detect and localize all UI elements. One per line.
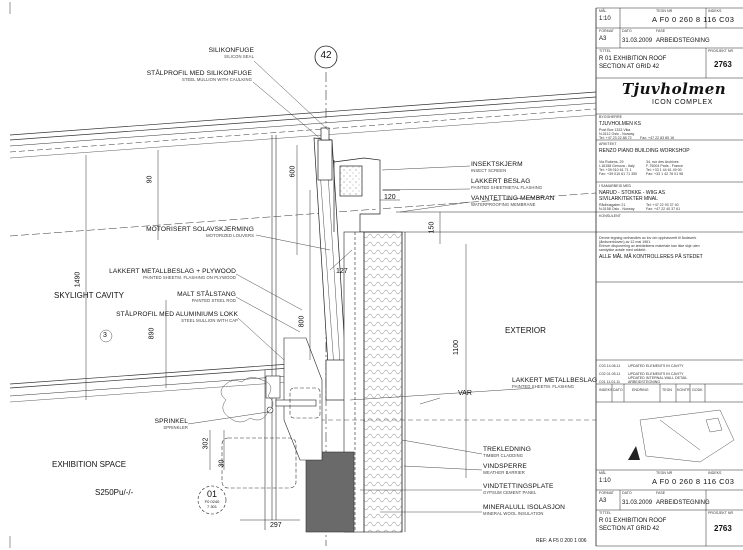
label-vindtettingsplate: VINDTETTINGSPLATE GYPSUM CEMENT PANEL (483, 483, 554, 495)
label-lakkert-plywood: LAKKERT METALLBESLAG + PLYWOOD PAINTED S… (109, 268, 236, 280)
dim-297: 297 (270, 522, 282, 529)
dim-1100: 1100 (453, 339, 461, 356)
wall-buildup (296, 231, 596, 533)
key-plan (639, 409, 735, 463)
zone-exterior: EXTERIOR (505, 326, 546, 335)
grid-number: 42 (320, 50, 332, 61)
dim-302: 302 (202, 437, 210, 450)
label-solavskjerming: MOTORISERT SOLAVSKJERMING MOTORIZED LOUV… (146, 226, 254, 238)
detail-tag: 01 F0 0240 7 301 (204, 489, 220, 509)
skylight-glazing-lines (9, 91, 597, 403)
dim-3: 3 (103, 332, 107, 339)
zone-exhibition-space: EXHIBITION SPACE (52, 460, 127, 469)
dim-1490: 1490 (74, 271, 82, 288)
title-block-grid (596, 7, 743, 547)
label-insektskjerm: INSEKTSKJERM INSECT SCREEN (471, 161, 523, 173)
north-arrow (628, 446, 640, 460)
label-lakkert-metallbeslag: LAKKERT METALLBESLAG PAINTED SHEETM. FLA… (512, 377, 598, 389)
client-logo: Tjuvholmen (622, 80, 727, 98)
dim-120: 120 (384, 194, 396, 201)
finish-code: S250Pu/-/- (95, 488, 134, 497)
dim-150: 150 (428, 221, 436, 234)
zone-skylight-cavity: SKYLIGHT CAVITY (54, 291, 124, 300)
label-mineralull: MINERALULL ISOLASJON MINERAL WOOL INSULA… (483, 504, 566, 516)
label-lakkert-beslag: LAKKERT BESLAG PAINTED SHEETMETAL FLASHI… (471, 178, 543, 190)
dim-90: 90 (146, 175, 154, 184)
label-vindsperre: VINDSPERRE WEATHER BARRIER (483, 463, 527, 475)
dim-600: 600 (289, 165, 297, 178)
tb-drawing-no: A F0 0 260 8 116 C03 (652, 15, 735, 24)
reference-code: REF: A F5 0 200 1 006 (536, 538, 587, 544)
dim-890: 890 (148, 327, 156, 340)
grid-bubble (314, 45, 338, 69)
label-trekledning: TREKLEDNING TIMBER CLADDING (483, 446, 531, 458)
label-aluminium-lokk: STÅLPROFIL MED ALUMINIUMS LOKK STEEL MUL… (116, 311, 238, 323)
dim-127: 127 (336, 268, 348, 275)
label-silikonfuge: SILIKONFUGE SILICON SEAL (208, 47, 254, 59)
dimension-lines (85, 145, 467, 521)
tb-scale: 1:10 (599, 16, 611, 22)
leader-lines (187, 60, 535, 513)
label-malt-staalstang: MALT STÅLSTANG PAINTED STEEL ROD (177, 291, 236, 303)
dim-30: 30 (218, 459, 226, 468)
var-label: VAR (458, 390, 472, 397)
label-staalprofil-silikon: STÅLPROFIL MED SILIKONFUGE STEEL MULLION… (146, 70, 252, 82)
label-sprinkel: SPRINKEL SPRINKLER (154, 418, 188, 430)
label-vanntetting: VANNTETTING MEMBRAN WATERPROOFING MEMBRA… (471, 195, 555, 207)
dim-800: 800 (298, 315, 306, 328)
